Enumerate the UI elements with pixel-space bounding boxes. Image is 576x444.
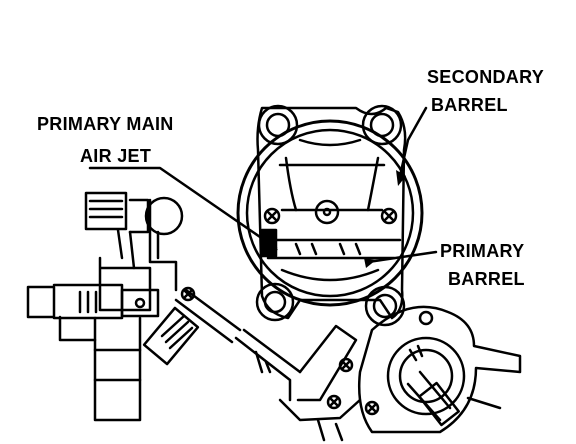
throttle-linkage (26, 191, 184, 422)
leader-line-secondary-barrel (398, 106, 428, 178)
screw-right (380, 207, 398, 225)
primary-barrel (260, 238, 402, 282)
label-primary-main-air-jet-line2: AIR JET (80, 146, 152, 166)
screw-left (263, 207, 281, 225)
linkage-arms (234, 324, 362, 442)
leader-line-primary-barrel (366, 250, 438, 264)
label-primary-barrel-line2: BARREL (448, 269, 525, 289)
label-primary-barrel-line1: PRIMARY (440, 241, 525, 261)
barrel-bore (236, 119, 424, 307)
arrowhead-primary (364, 258, 376, 268)
choke-housing (357, 305, 522, 434)
label-primary-main-air-jet-line1: PRIMARY MAIN (37, 114, 174, 134)
leader-line-primary-main-air-jet (88, 166, 278, 250)
arrowhead-secondary (396, 170, 406, 186)
secondary-barrel (278, 138, 386, 225)
label-secondary-barrel-line1: SECONDARY (427, 67, 545, 87)
throttle-rod (142, 286, 242, 366)
arrowhead-air-jet (264, 236, 278, 252)
label-secondary-barrel-line2: BARREL (431, 95, 508, 115)
mounting-boss-bottom-left (255, 282, 295, 322)
carburetor-body (256, 106, 407, 320)
